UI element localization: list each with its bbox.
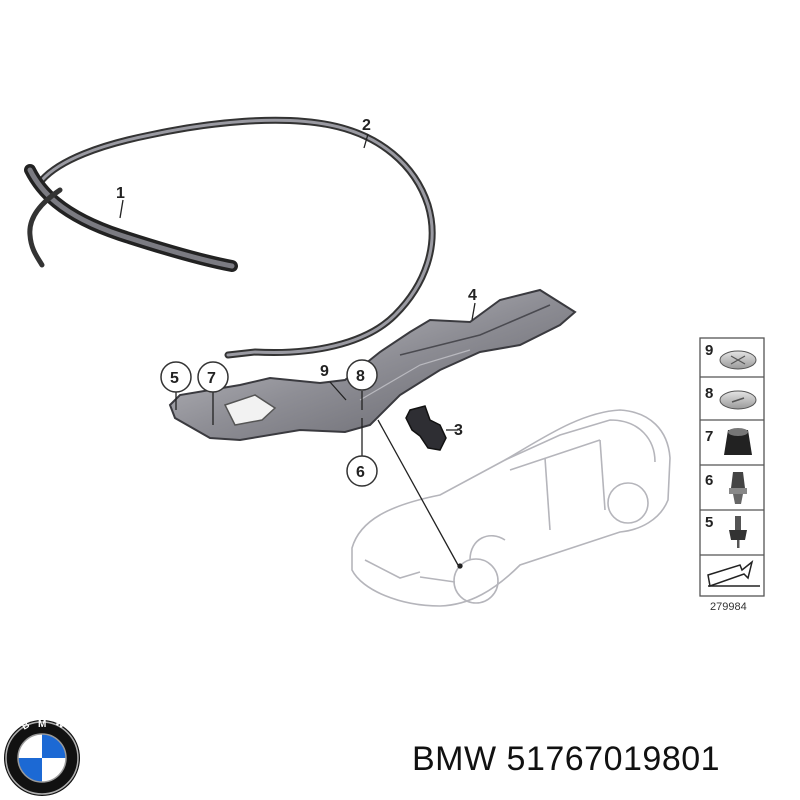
part-caption: BMW 51767019801 xyxy=(412,740,720,779)
callout-4: 4 xyxy=(468,287,477,304)
legend: 9 8 7 6 5 279984 xyxy=(699,337,765,613)
car-outline xyxy=(351,409,671,607)
screw-5-icon xyxy=(729,516,747,548)
callout-1: 1 xyxy=(116,185,125,202)
callout-2: 2 xyxy=(362,117,371,134)
caption-part-number: 51767019801 xyxy=(506,740,721,778)
seal-part-1 xyxy=(24,164,238,272)
callout-6: 6 xyxy=(356,464,365,481)
legend-num-5: 5 xyxy=(705,514,713,531)
clip-6-icon xyxy=(729,472,747,504)
bracket-part-3 xyxy=(405,405,447,451)
arrow-symbol-icon xyxy=(707,560,760,588)
callout-9: 9 xyxy=(320,363,329,380)
legend-num-8: 8 xyxy=(705,385,713,402)
bmw-logo-icon: B M W xyxy=(4,717,80,796)
callout-3: 3 xyxy=(454,422,463,439)
svg-text:M: M xyxy=(38,719,46,730)
legend-num-9: 9 xyxy=(705,342,713,359)
svg-text:B: B xyxy=(20,719,32,732)
caption-brand: BMW xyxy=(412,740,497,778)
legend-num-7: 7 xyxy=(705,428,713,445)
seal-part-2 xyxy=(38,116,436,359)
legend-num-6: 6 xyxy=(705,472,713,489)
callout-labels: 1 2 3 4 5 6 7 8 9 xyxy=(116,117,477,487)
callout-5: 5 xyxy=(170,370,179,387)
clip-7-icon xyxy=(724,428,752,455)
callout-7: 7 xyxy=(207,370,216,387)
leader-lines xyxy=(119,133,476,569)
legend-reference: 279984 xyxy=(710,601,747,613)
callout-8: 8 xyxy=(356,368,365,385)
